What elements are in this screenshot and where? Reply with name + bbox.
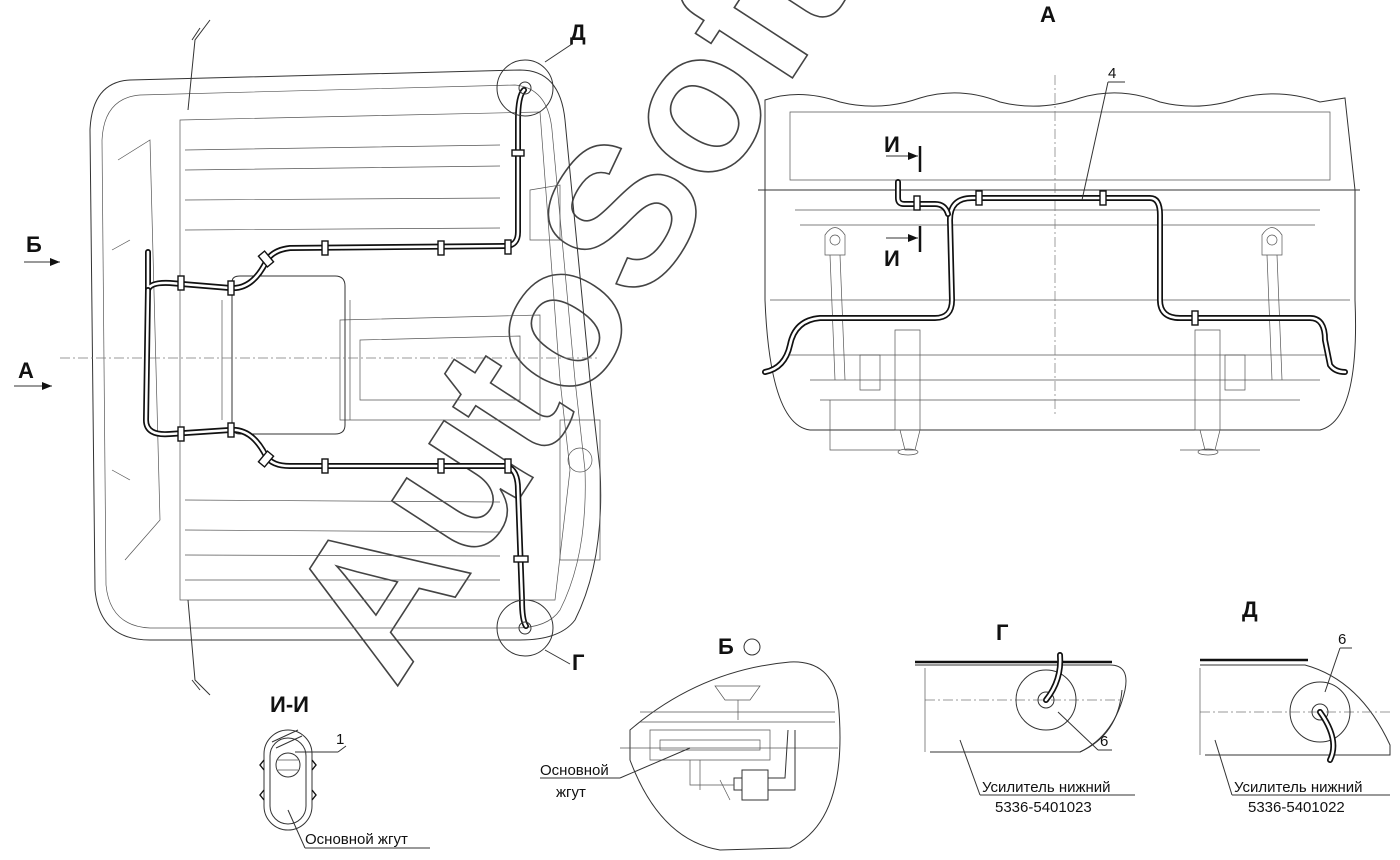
part-number-g: 5336-5401023	[995, 799, 1092, 816]
view-g-detail: Г 6 Усилитель нижний 5336-5401023	[915, 620, 1135, 816]
view-b-title: Б	[718, 634, 734, 659]
note-harness-line2: жгут	[556, 784, 586, 801]
note-main-harness: Основной жгут	[305, 831, 408, 848]
clip	[321, 458, 329, 474]
clip	[513, 555, 529, 563]
clip	[321, 240, 329, 256]
cab-top-view: Д Г Б А	[14, 19, 602, 696]
detail-circle-g	[496, 599, 554, 657]
clip	[257, 450, 275, 468]
section-mark-i-top: И	[884, 132, 900, 157]
arrow-a-label: А	[18, 358, 34, 383]
view-d-detail: Д 6 Усилитель нижний 5336-5401022	[1199, 597, 1391, 816]
section-ii: И-И 1 Основной жгут	[259, 692, 430, 849]
callout-1: 1	[336, 731, 344, 748]
section-mark-i-bottom: И	[884, 246, 900, 271]
part-number-d: 5336-5401022	[1248, 799, 1345, 816]
note-harness-line1: Основной	[540, 762, 609, 779]
detail-circle-d	[496, 59, 554, 117]
watermark-text: AutoSoft	[244, 0, 891, 713]
clip	[913, 195, 921, 211]
callout-4: 4	[1108, 65, 1116, 82]
clip	[177, 275, 185, 291]
note-amp-g: Усилитель нижний	[982, 779, 1111, 796]
note-amp-d: Усилитель нижний	[1234, 779, 1363, 796]
watermark: AutoSoft	[243, 0, 891, 714]
clip	[227, 280, 235, 296]
arrow-b-label: Б	[26, 232, 42, 257]
callout-6-d: 6	[1338, 631, 1346, 648]
clip	[975, 190, 983, 206]
clip	[257, 250, 275, 268]
clip	[227, 422, 235, 438]
clip	[437, 458, 445, 474]
view-a-title: А	[1040, 2, 1056, 27]
view-label-g-top: Г	[572, 650, 585, 675]
clip	[504, 458, 512, 474]
view-d-title: Д	[1242, 597, 1258, 622]
view-b-detail: Б Основной жгут	[540, 634, 841, 851]
view-label-d-top: Д	[570, 20, 586, 45]
clip	[511, 149, 525, 157]
clip	[1191, 310, 1199, 326]
clip	[504, 239, 512, 255]
clip	[177, 426, 185, 442]
callout-6-g: 6	[1100, 733, 1108, 750]
view-a: А 4 И	[758, 2, 1360, 456]
clip	[1099, 190, 1107, 206]
clip	[437, 240, 445, 256]
view-g-title: Г	[996, 620, 1009, 645]
section-ii-title: И-И	[270, 692, 309, 717]
